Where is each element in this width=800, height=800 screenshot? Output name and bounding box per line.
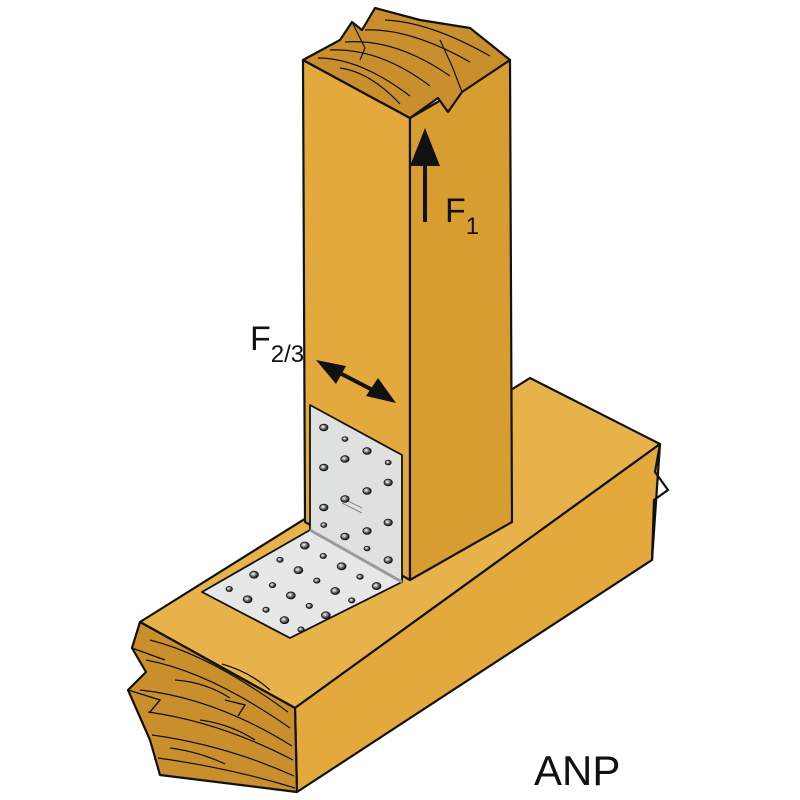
bracket-hole (383, 556, 393, 564)
label-f1-main: F (445, 192, 466, 230)
bracket-hole (225, 585, 233, 592)
bracket-hole (363, 545, 371, 552)
arrow-up-icon (410, 128, 440, 166)
bracket-hole (356, 573, 364, 580)
anp-angle-bracket (201, 404, 403, 639)
bracket-hole (297, 626, 305, 633)
bracket-hole (330, 587, 341, 595)
bracket-hole (341, 436, 349, 442)
bracket-hole (340, 532, 350, 541)
bracket-hole (362, 447, 372, 455)
bracket-hole (383, 478, 393, 487)
bracket-hole (300, 541, 310, 550)
bracket-hole (319, 463, 329, 472)
beam-end-grain-rings (139, 639, 296, 789)
force-f23-arrow (316, 360, 396, 403)
bracket-hole (348, 597, 356, 604)
beam-torn-right-end (650, 443, 670, 561)
post-top-grain (317, 19, 491, 105)
bracket-hole (276, 556, 284, 563)
bracket-hole (293, 566, 304, 575)
bracket-hole (268, 582, 277, 589)
bracket-hole (319, 503, 329, 512)
bracket-hole (384, 459, 392, 466)
bracket-hole (279, 616, 290, 625)
bracket-hole (383, 518, 393, 527)
bracket-horizontal-holes (225, 541, 382, 633)
bracket-hole (340, 455, 350, 463)
bracket-hole (286, 591, 296, 600)
bracket-hole (336, 562, 347, 571)
bracket-hole (249, 570, 259, 579)
label-f1: F1 (445, 192, 479, 240)
label-f23-main: F (250, 320, 271, 358)
label-f1-sub: 1 (466, 213, 479, 240)
label-f23: F2/3 (250, 320, 304, 368)
label-f23-sub: 2/3 (271, 341, 304, 368)
bracket-hole (321, 611, 331, 620)
bracket-hole (362, 527, 372, 535)
bracket-hole (262, 606, 270, 613)
bracket-hole (371, 582, 382, 591)
bracket-hole (340, 495, 350, 503)
bracket-hole (319, 423, 329, 432)
bracket-hole (320, 522, 328, 528)
bracket-hole (313, 577, 321, 584)
bracket-hole (362, 487, 372, 495)
force-f1-arrow (410, 128, 440, 222)
bracket-hole (242, 595, 253, 604)
double-arrow-icon (316, 360, 346, 384)
bracket-vertical-holes (319, 423, 393, 564)
bracket-hole (305, 602, 313, 609)
product-label: ANP (534, 747, 620, 794)
bracket-hole (319, 552, 327, 559)
